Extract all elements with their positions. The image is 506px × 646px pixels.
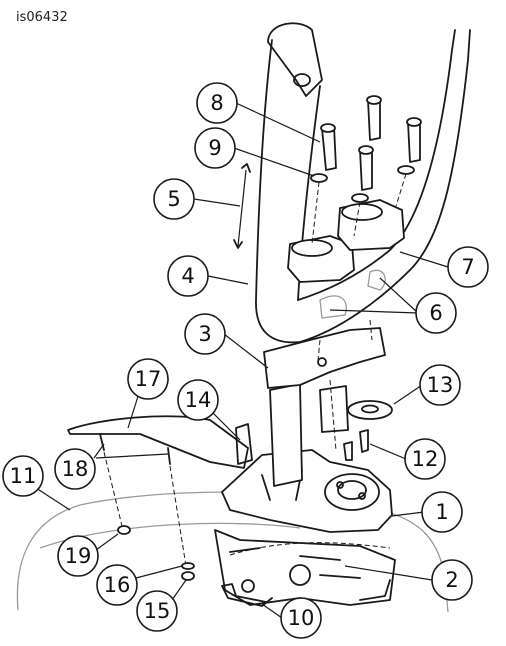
svg-text:14: 14	[185, 388, 212, 412]
top-bracket	[221, 449, 393, 533]
callout-11: 11	[2, 455, 44, 497]
screws-12	[343, 429, 369, 461]
callout-7: 7	[447, 246, 489, 288]
svg-text:18: 18	[62, 457, 89, 481]
callout-4: 4	[167, 255, 209, 297]
bracket-17	[67, 415, 253, 469]
callout-15: 15	[136, 590, 178, 632]
leader-lines	[35, 102, 449, 619]
upper-bolts	[310, 95, 422, 451]
washer-13	[347, 400, 393, 420]
svg-text:9: 9	[208, 136, 221, 160]
svg-text:8: 8	[210, 91, 223, 115]
callout-13: 13	[419, 364, 461, 406]
svg-text:3: 3	[198, 322, 211, 346]
risers	[263, 327, 386, 487]
svg-text:2: 2	[445, 568, 458, 592]
svg-text:11: 11	[10, 464, 37, 488]
callout-18: 18	[54, 448, 96, 490]
callout-3: 3	[184, 313, 226, 355]
callout-19: 19	[57, 535, 99, 577]
callout-14: 14	[177, 379, 219, 421]
svg-text:5: 5	[167, 187, 180, 211]
callout-10: 10	[280, 597, 322, 639]
svg-text:7: 7	[461, 255, 474, 279]
figure-id: is06432	[16, 10, 68, 25]
svg-text:10: 10	[288, 606, 315, 630]
svg-text:4: 4	[181, 264, 194, 288]
nut-19	[117, 525, 131, 535]
callout-16: 16	[96, 564, 138, 606]
callout-5: 5	[153, 178, 195, 220]
callout-6: 6	[415, 292, 457, 334]
studs-dashlines	[103, 451, 187, 567]
clamp-bar	[221, 583, 273, 607]
svg-text:16: 16	[104, 573, 131, 597]
svg-text:17: 17	[135, 367, 162, 391]
callout-17: 17	[127, 358, 169, 400]
callout-2: 2	[431, 559, 473, 601]
callout-8: 8	[196, 82, 238, 124]
nut-15	[181, 571, 195, 581]
callout-9: 9	[194, 127, 236, 169]
adjust-arrow	[233, 163, 251, 249]
svg-text:6: 6	[429, 301, 442, 325]
svg-text:1: 1	[435, 500, 448, 524]
lower-mechanism	[214, 529, 396, 606]
svg-text:19: 19	[65, 544, 92, 568]
svg-text:13: 13	[427, 373, 454, 397]
callout-12: 12	[404, 438, 446, 480]
svg-text:15: 15	[144, 599, 171, 623]
svg-text:12: 12	[412, 447, 439, 471]
washer-16	[181, 562, 195, 570]
callout-1: 1	[421, 491, 463, 533]
callouts: 1 2 3 4 5 6 7 8	[2, 82, 489, 639]
upper-clamps	[287, 199, 405, 283]
